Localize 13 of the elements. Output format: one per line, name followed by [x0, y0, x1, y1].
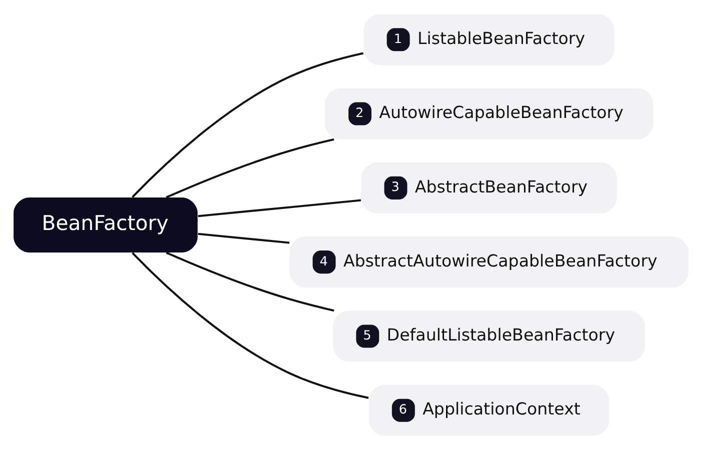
node-box: 1 ListableBeanFactory [364, 14, 614, 66]
connector [166, 138, 334, 198]
node-box: 3 AbstractBeanFactory [361, 162, 617, 214]
connector [198, 232, 290, 244]
node-box: 2 AutowireCapableBeanFactory [324, 88, 654, 140]
connector [198, 199, 362, 218]
node-box: BeanFactory [14, 198, 198, 252]
node-box: 6 ApplicationContext [368, 384, 610, 436]
node-box: 5 DefaultListableBeanFactory [333, 310, 645, 362]
connector [132, 52, 364, 198]
connector [132, 252, 369, 399]
connector [166, 252, 334, 312]
node-box: 4 AbstractAutowireCapableBeanFactory [290, 236, 688, 288]
